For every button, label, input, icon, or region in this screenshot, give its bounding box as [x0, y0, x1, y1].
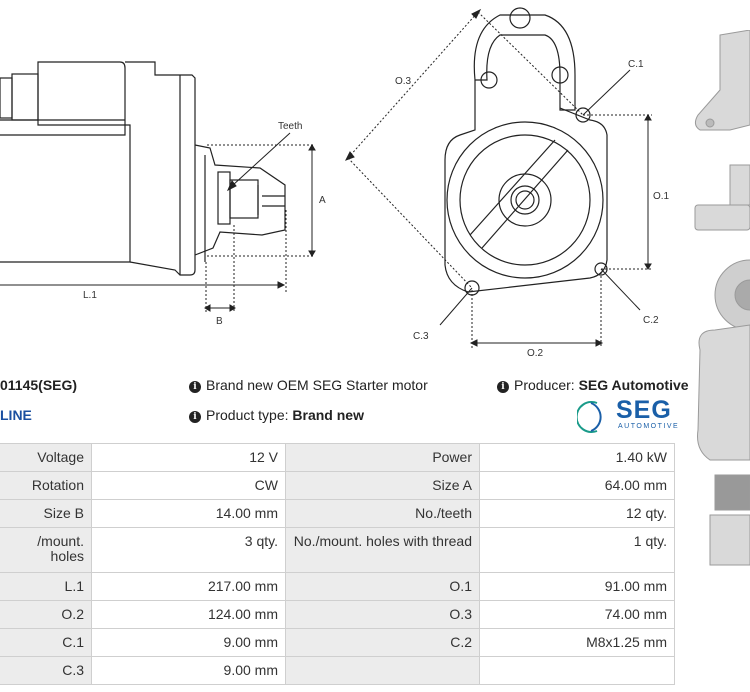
spec-label: O.2	[0, 600, 92, 629]
spec-label: C.3	[0, 656, 92, 685]
label-c3: C.3	[413, 331, 429, 342]
spec-label: L.1	[0, 572, 92, 601]
product-type-label: Product type:	[206, 407, 289, 423]
label-size-b: B	[216, 316, 223, 327]
bracket-thumbnail	[694, 30, 750, 131]
spec-label: Voltage	[0, 443, 92, 472]
spec-value: 91.00 mm	[479, 572, 675, 601]
producer-row: i Producer: SEG Automotive	[497, 377, 689, 393]
product-thumbnails[interactable]	[690, 30, 750, 570]
spec-label: C.1	[0, 628, 92, 657]
spec-value: 64.00 mm	[479, 471, 675, 500]
product-type-row: i Product type: Brand new	[189, 407, 364, 423]
spec-value	[479, 656, 675, 685]
part-code: 01145(SEG)	[0, 377, 78, 393]
info-circle-icon: i	[189, 381, 201, 393]
spec-label: Rotation	[0, 471, 92, 500]
label-teeth: Teeth	[278, 121, 302, 132]
label-c1: C.1	[628, 59, 644, 70]
producer-value: SEG Automotive	[578, 377, 689, 393]
spec-label: Size A	[285, 471, 480, 500]
label-o3: O.3	[395, 76, 412, 87]
line-link[interactable]: LINE	[0, 407, 32, 423]
solenoid-body	[37, 61, 126, 126]
producer-label: Producer:	[514, 377, 575, 393]
seg-logo-text: SEG	[616, 396, 672, 424]
spec-value: 1 qty.	[479, 527, 675, 573]
label-size-a: A	[319, 195, 326, 206]
spec-label: /mount. holes	[0, 527, 92, 573]
description-text: Brand new OEM SEG Starter motor	[206, 377, 428, 393]
info-circle-icon: i	[189, 411, 201, 423]
spec-value: 1.40 kW	[479, 443, 675, 472]
spec-value: 217.00 mm	[91, 572, 286, 601]
description-row: i Brand new OEM SEG Starter motor	[189, 377, 428, 393]
starter-angle-thumbnail	[697, 324, 750, 461]
spec-label: O.1	[285, 572, 480, 601]
spec-value: 124.00 mm	[91, 600, 286, 629]
spec-label: O.3	[285, 600, 480, 629]
starter-side-thumbnail	[694, 204, 750, 231]
solenoid-thumbnail	[714, 474, 750, 511]
spec-label	[285, 656, 480, 685]
front-view	[444, 7, 608, 296]
label-c2: C.2	[643, 315, 659, 326]
spec-label: No./mount. holes with thread	[285, 527, 480, 573]
seg-logo-subtext: AUTOMOTIVE	[618, 423, 680, 430]
spec-label: No./teeth	[285, 499, 480, 528]
product-type-value: Brand new	[292, 407, 364, 423]
spec-value: 9.00 mm	[91, 656, 286, 685]
seg-logo	[577, 401, 602, 433]
spec-label: Size B	[0, 499, 92, 528]
spec-value: 12 qty.	[479, 499, 675, 528]
label-l1: L.1	[83, 290, 97, 301]
terminal-bolt-upper	[0, 77, 13, 119]
spec-value: 9.00 mm	[91, 628, 286, 657]
spec-value: 14.00 mm	[91, 499, 286, 528]
spec-value: 3 qty.	[91, 527, 286, 573]
label-o1: O.1	[653, 191, 670, 202]
starter-front-thumbnail	[714, 259, 750, 331]
info-circle-icon: i	[497, 381, 509, 393]
spec-value: 12 V	[91, 443, 286, 472]
spec-label: C.2	[285, 628, 480, 657]
spec-value: 74.00 mm	[479, 600, 675, 629]
spec-label: Power	[285, 443, 480, 472]
drive-housing	[194, 144, 286, 256]
label-o2: O.2	[527, 348, 544, 359]
starter-body-thumbnail	[709, 514, 750, 566]
spec-value: M8x1.25 mm	[479, 628, 675, 657]
spec-value: CW	[91, 471, 286, 500]
motor-body	[0, 124, 131, 263]
